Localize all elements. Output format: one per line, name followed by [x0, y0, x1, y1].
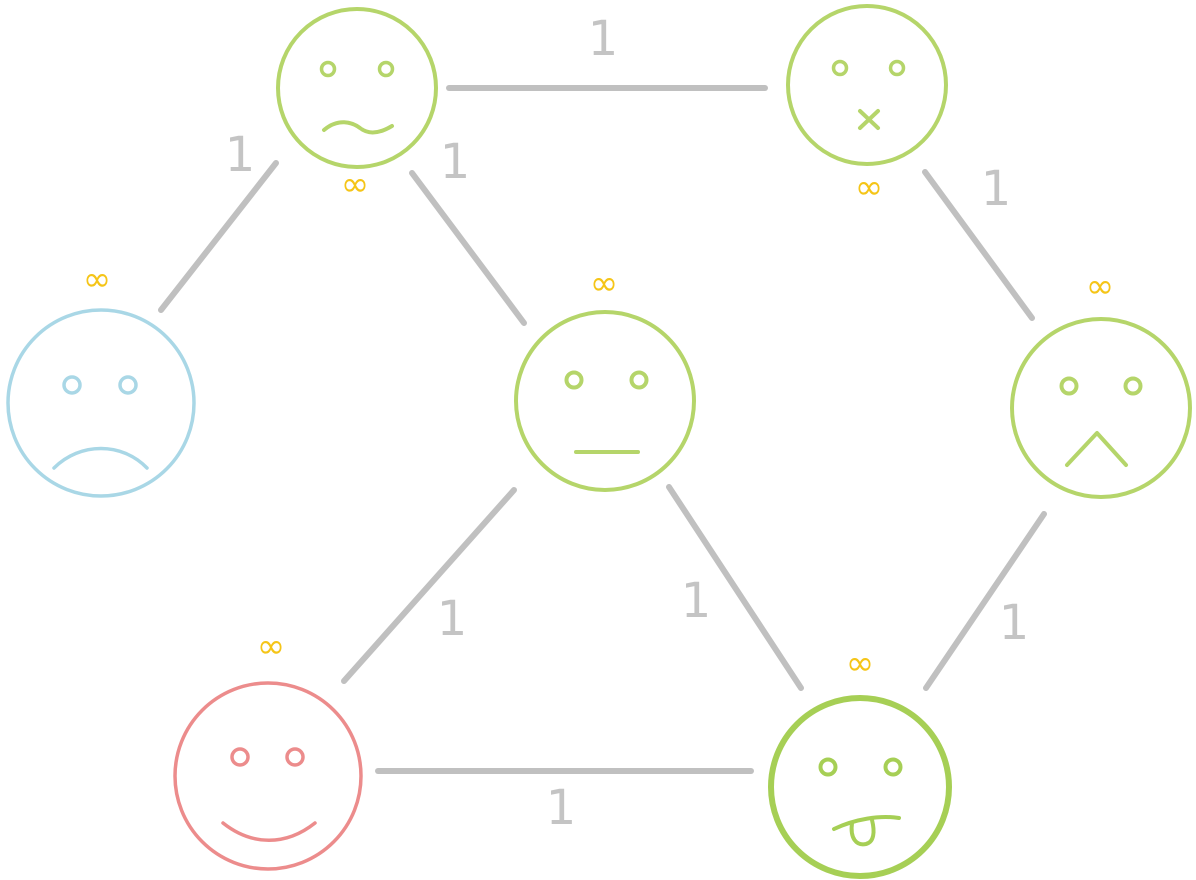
- edge-e-g: [923, 511, 1047, 691]
- distance-label-c: ∞: [83, 260, 111, 300]
- node-d-right-eye: [629, 370, 649, 390]
- node-b-x-mouth-face: [786, 4, 948, 166]
- edge-b-e: [922, 169, 1035, 321]
- distance-label-f: ∞: [257, 627, 285, 667]
- distance-label-g: ∞: [846, 644, 874, 684]
- node-f-smile-mouth: [221, 821, 317, 842]
- node-c-left-eye: [62, 375, 82, 395]
- node-a-right-eye: [377, 60, 395, 78]
- node-c-frown-mouth: [52, 446, 149, 470]
- node-b-right-eye: [888, 59, 906, 77]
- node-f-left-eye: [230, 747, 250, 767]
- node-a-outline: [276, 7, 438, 169]
- node-g-tongue-face: [768, 695, 952, 879]
- node-c-right-eye: [118, 375, 138, 395]
- node-b-x-mouth: [858, 109, 880, 130]
- node-c-outline: [6, 308, 196, 498]
- edge-a-d: [409, 170, 527, 326]
- node-e-outline: [1010, 317, 1192, 499]
- node-e-caret-mouth: [1065, 431, 1128, 467]
- edge-d-g: [666, 484, 804, 691]
- edge-weights: 1 1 1 1 1 1 1 1: [225, 11, 1030, 836]
- edges: [158, 85, 1047, 774]
- edge-weight-a-c: 1: [225, 127, 256, 183]
- distance-labels: ∞ ∞ ∞ ∞ ∞ ∞ ∞: [83, 165, 1114, 684]
- node-b-left-eye: [831, 59, 849, 77]
- edge-weight-d-g: 1: [681, 573, 712, 629]
- node-g-left-eye: [818, 757, 838, 777]
- node-g-mouth-line: [832, 815, 901, 831]
- node-b-outline: [786, 4, 948, 166]
- edge-d-f: [341, 487, 517, 684]
- distance-label-b: ∞: [855, 168, 883, 208]
- node-a-wavy-face: [276, 7, 438, 169]
- distance-label-d: ∞: [590, 264, 618, 304]
- node-f-right-eye: [285, 747, 305, 767]
- node-c-sad-face: [6, 308, 196, 498]
- edge-weight-b-e: 1: [981, 161, 1012, 217]
- edge-weight-f-g: 1: [546, 780, 577, 836]
- node-f-outline: [173, 681, 363, 871]
- distance-label-e: ∞: [1086, 267, 1114, 307]
- node-g-outline: [768, 695, 952, 879]
- node-g-tongue: [849, 818, 876, 847]
- node-a-left-eye: [319, 60, 337, 78]
- node-e-left-eye: [1059, 376, 1079, 396]
- node-a-wavy-mouth: [322, 120, 394, 135]
- node-d-neutral-face: [514, 310, 696, 492]
- edge-weight-a-d: 1: [440, 134, 471, 190]
- node-d-left-eye: [564, 370, 584, 390]
- node-d-outline: [514, 310, 696, 492]
- edge-weight-e-g: 1: [999, 595, 1030, 651]
- edge-weight-d-f: 1: [437, 591, 468, 647]
- distance-label-a: ∞: [341, 165, 369, 205]
- node-g-right-eye: [883, 757, 903, 777]
- edge-a-c: [158, 160, 279, 313]
- node-e-frown-face: [1010, 317, 1192, 499]
- edge-weight-a-b: 1: [588, 11, 619, 67]
- node-e-right-eye: [1123, 376, 1143, 396]
- node-f-smile-face: [173, 681, 363, 871]
